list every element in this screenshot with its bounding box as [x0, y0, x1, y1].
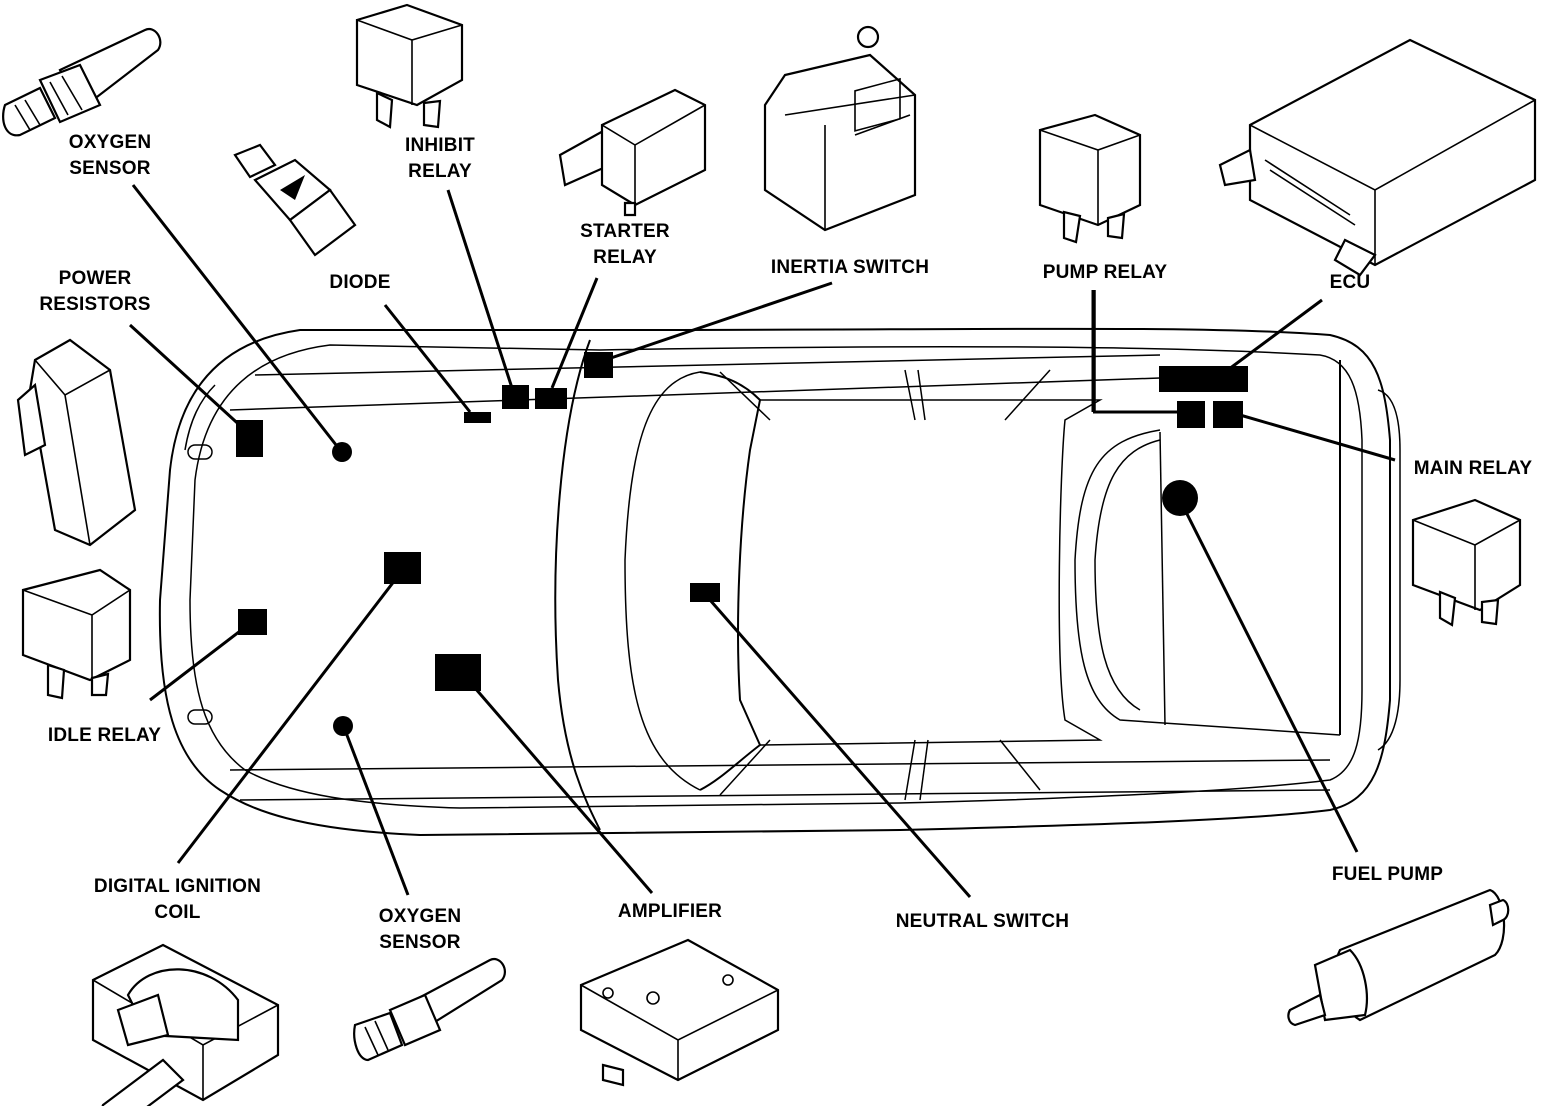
fuel-pump-icon — [1287, 888, 1510, 1027]
label-amplifier: AMPLIFIER — [617, 901, 723, 922]
marker-diode[interactable] — [464, 412, 491, 423]
label-pump-relay: PUMP RELAY — [1042, 262, 1168, 283]
label-main-relay: MAIN RELAY — [1413, 458, 1533, 479]
leader-inertia-switch — [604, 281, 833, 362]
pump-relay-icon — [1038, 113, 1142, 244]
marker-power-resistors[interactable] — [236, 420, 263, 457]
oxygen-sensor-icon — [353, 957, 506, 1062]
location-markers — [236, 352, 1248, 736]
marker-oxygen-sensor-rear[interactable] — [333, 716, 353, 736]
marker-idle-relay[interactable] — [238, 609, 267, 635]
ignition-coil-icon — [91, 943, 280, 1106]
leader-main-relay — [1239, 413, 1396, 462]
label-digital-ignition-coil: DIGITAL IGNITION COIL — [93, 876, 262, 923]
label-power-resistors: POWER RESISTORS — [39, 268, 151, 315]
inertia-switch-icon — [763, 25, 917, 232]
marker-pump-relay[interactable] — [1177, 401, 1205, 428]
marker-starter-relay[interactable] — [535, 388, 567, 409]
main-relay-icon — [1411, 498, 1522, 627]
label-starter-relay: STARTER RELAY — [580, 221, 670, 268]
label-idle-relay: IDLE RELAY — [47, 725, 162, 746]
leader-fuel-pump — [1178, 499, 1359, 853]
leader-power-resistors — [128, 323, 247, 432]
label-oxygen-sensor-rear: OXYGEN SENSOR — [378, 906, 462, 953]
leader-lines — [128, 184, 1396, 898]
marker-amplifier[interactable] — [435, 654, 481, 691]
power-resistors-icon — [16, 338, 137, 547]
label-ecu: ECU — [1329, 272, 1371, 293]
starter-relay-icon — [558, 88, 707, 217]
label-diode: DIODE — [329, 272, 391, 293]
label-inhibit-relay: INHIBIT RELAY — [404, 135, 475, 182]
oxygen-sensor-icon — [2, 27, 162, 137]
marker-inhibit-relay[interactable] — [502, 385, 529, 409]
marker-main-relay[interactable] — [1213, 401, 1243, 428]
leader-starter-relay — [550, 277, 599, 389]
idle-relay-icon — [21, 568, 132, 700]
label-neutral-switch: NEUTRAL SWITCH — [895, 911, 1070, 932]
ecu-icon — [1218, 38, 1537, 277]
leader-oxygen-sensor-rear — [343, 729, 410, 896]
label-oxygen-sensor-front: OXYGEN SENSOR — [68, 132, 152, 179]
leader-ignition-coil — [176, 579, 397, 864]
leader-ecu — [1224, 298, 1323, 374]
leader-amplifier — [473, 687, 654, 894]
label-inertia-switch: INERTIA SWITCH — [770, 257, 930, 278]
marker-ignition-coil[interactable] — [384, 552, 421, 584]
amplifier-icon — [579, 938, 780, 1087]
marker-ecu[interactable] — [1159, 366, 1248, 392]
leader-inhibit-relay — [446, 189, 514, 389]
car-body-outline — [158, 290, 1401, 837]
leader-oxygen-sensor-front — [131, 184, 342, 451]
marker-fuel-pump[interactable] — [1162, 480, 1198, 516]
marker-neutral-switch[interactable] — [690, 583, 720, 602]
marker-inertia-switch[interactable] — [584, 352, 613, 378]
leader-diode — [383, 304, 472, 413]
leader-idle-relay — [149, 623, 249, 702]
inhibit-relay-icon — [355, 3, 464, 129]
label-fuel-pump: FUEL PUMP — [1331, 864, 1444, 885]
leader-neutral-switch — [708, 599, 972, 898]
marker-oxygen-sensor-front[interactable] — [332, 442, 352, 462]
diode-icon — [233, 143, 357, 257]
